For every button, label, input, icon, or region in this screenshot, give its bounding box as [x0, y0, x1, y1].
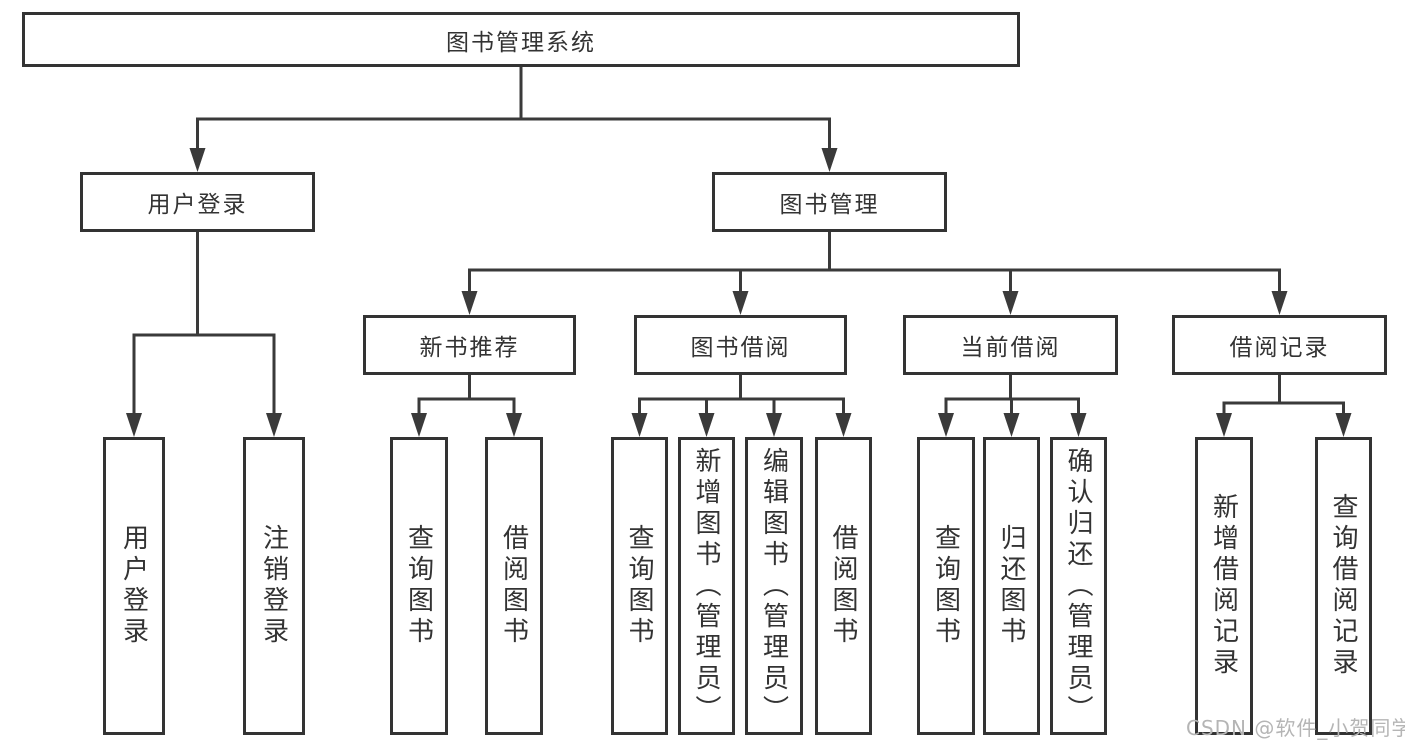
- node-leaf-logout: 注销登录: [243, 437, 305, 735]
- node-leaf-edit-books-admin: 编辑图书（管理员）: [745, 437, 803, 735]
- node-borrow-records: 借阅记录: [1172, 315, 1387, 375]
- node-new-book-recommend-label: 新书推荐: [419, 335, 520, 361]
- node-leaf-query-borrow-record-label: 查询借阅记录: [1328, 493, 1358, 679]
- node-book-management-label: 图书管理: [779, 192, 880, 218]
- node-root-label: 图书管理系统: [446, 29, 596, 56]
- node-leaf-query-books-3: 查询图书: [917, 437, 975, 735]
- node-leaf-query-books-1: 查询图书: [390, 437, 448, 735]
- node-new-book-recommend: 新书推荐: [363, 315, 576, 375]
- node-leaf-borrow-books-1-label: 借阅图书: [498, 524, 529, 648]
- node-borrow-records-label: 借阅记录: [1229, 335, 1330, 361]
- node-leaf-logout-label: 注销登录: [258, 524, 289, 648]
- node-book-borrow-label: 图书借阅: [690, 335, 791, 361]
- node-leaf-user-login-label: 用户登录: [118, 524, 149, 648]
- node-leaf-query-borrow-record: 查询借阅记录: [1315, 437, 1372, 735]
- node-leaf-return-books: 归还图书: [983, 437, 1040, 735]
- node-leaf-query-books-3-label: 查询图书: [930, 524, 961, 648]
- node-book-management: 图书管理: [712, 172, 947, 232]
- node-leaf-user-login: 用户登录: [103, 437, 165, 735]
- node-leaf-return-books-label: 归还图书: [996, 524, 1026, 648]
- node-leaf-borrow-books-2-label: 借阅图书: [828, 524, 858, 648]
- node-user-login-label: 用户登录: [147, 192, 248, 218]
- node-current-borrow-label: 当前借阅: [960, 335, 1061, 361]
- node-current-borrow: 当前借阅: [903, 315, 1118, 375]
- node-leaf-borrow-books-2: 借阅图书: [815, 437, 872, 735]
- node-leaf-query-books-2-label: 查询图书: [624, 524, 654, 648]
- node-leaf-confirm-return-admin-label: 确认归还（管理员）: [1063, 446, 1093, 726]
- node-book-borrow: 图书借阅: [634, 315, 847, 375]
- node-leaf-edit-books-admin-label: 编辑图书（管理员）: [758, 446, 789, 726]
- node-user-login: 用户登录: [80, 172, 315, 232]
- watermark-text: CSDN @软件_小贺同学: [1186, 716, 1405, 740]
- node-leaf-query-books-1-label: 查询图书: [403, 524, 434, 648]
- node-leaf-add-books-admin-label: 新增图书（管理员）: [691, 446, 721, 726]
- node-leaf-add-books-admin: 新增图书（管理员）: [678, 437, 735, 735]
- node-leaf-borrow-books-1: 借阅图书: [485, 437, 543, 735]
- node-leaf-query-books-2: 查询图书: [611, 437, 668, 735]
- node-leaf-confirm-return-admin: 确认归还（管理员）: [1050, 437, 1107, 735]
- node-leaf-new-borrow-record-label: 新增借阅记录: [1208, 493, 1239, 679]
- node-leaf-new-borrow-record: 新增借阅记录: [1195, 437, 1253, 735]
- node-root: 图书管理系统: [22, 12, 1020, 67]
